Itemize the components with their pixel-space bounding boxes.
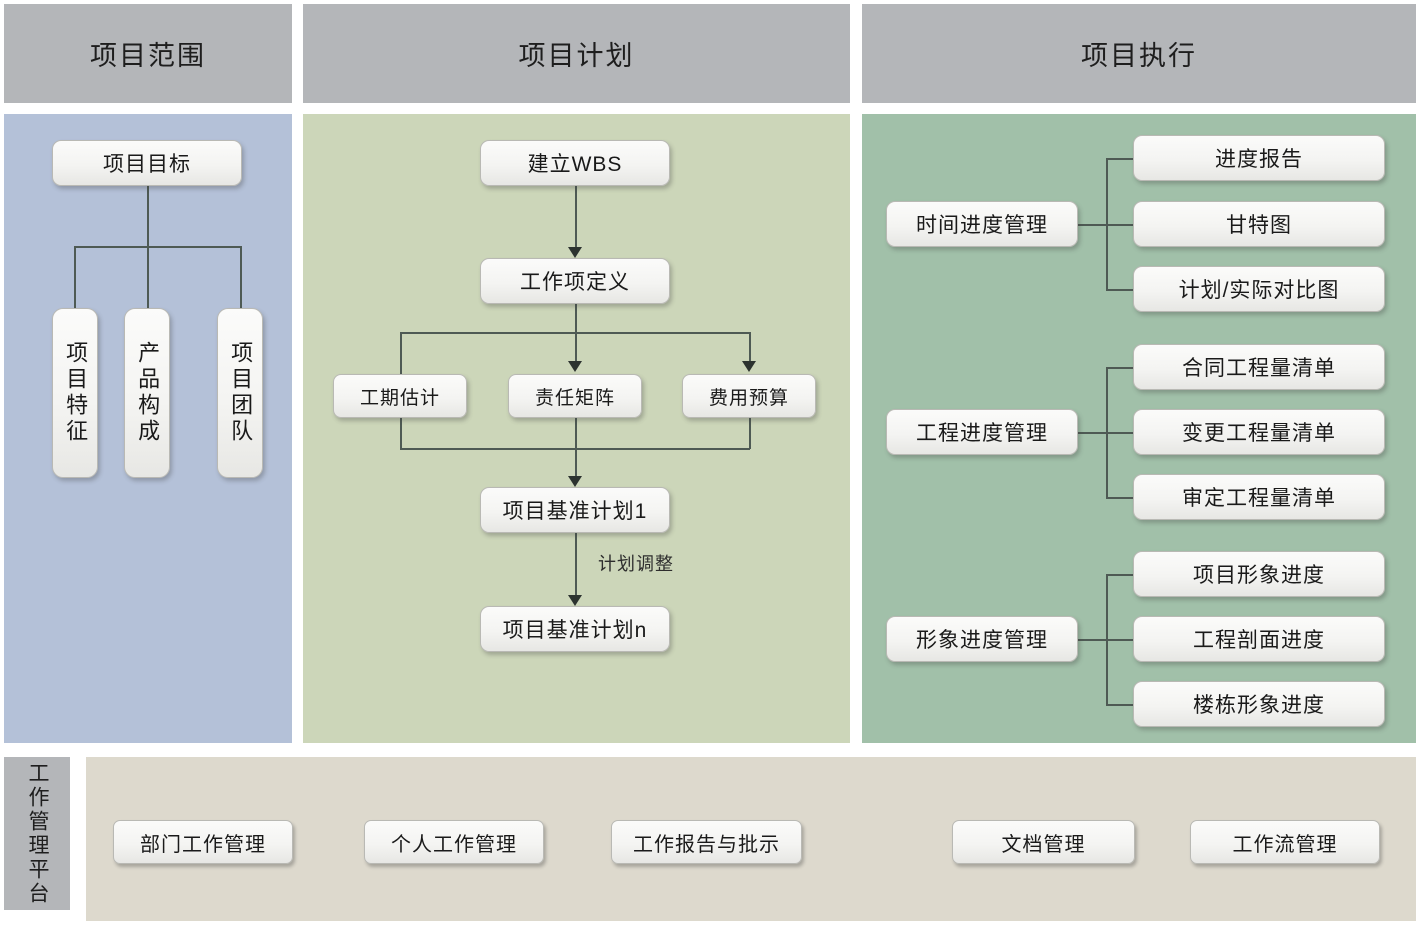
- node-department-work-management-label: 部门工作管理: [140, 833, 266, 856]
- arrowhead-to-cost: [742, 361, 756, 372]
- node-engineering-section-progress-label: 工程剖面进度: [1193, 629, 1325, 652]
- node-building-physical-progress-label: 楼栋形象进度: [1193, 694, 1325, 717]
- node-contract-boq-label: 合同工程量清单: [1182, 357, 1336, 380]
- arrowhead-to-baseline1: [568, 476, 582, 487]
- node-personal-work-management-label: 个人工作管理: [391, 833, 517, 856]
- node-engineering-progress-management-label: 工程进度管理: [916, 422, 1048, 445]
- node-cost-budget[interactable]: 费用预算: [682, 374, 816, 418]
- node-create-wbs[interactable]: 建立WBS: [480, 140, 670, 186]
- node-document-management[interactable]: 文档管理: [952, 820, 1135, 864]
- node-document-management-label: 文档管理: [1001, 833, 1086, 856]
- connector-g2-child-1: [1106, 367, 1134, 369]
- connector-scope-bus: [74, 246, 241, 248]
- node-project-physical-progress-label: 项目形象进度: [1193, 564, 1325, 587]
- node-baseline-plan-1[interactable]: 项目基准计划1: [480, 487, 670, 533]
- node-task-definition[interactable]: 工作项定义: [480, 258, 670, 304]
- connector-taskdef-stem: [575, 303, 577, 369]
- arrowhead-wbs-to-taskdef: [568, 247, 582, 258]
- connector-cost-up: [749, 418, 751, 449]
- node-progress-report[interactable]: 进度报告: [1133, 135, 1385, 181]
- node-plan-actual-comparison[interactable]: 计划/实际对比图: [1133, 266, 1385, 312]
- node-change-boq-label: 变更工程量清单: [1182, 422, 1336, 445]
- panel-work-management-platform: 工作管理平台: [4, 757, 70, 910]
- node-project-goal-label: 项目目标: [103, 153, 191, 176]
- node-baseline-plan-n-label: 项目基准计划n: [502, 619, 648, 642]
- connector-scope-child-3: [240, 246, 242, 309]
- node-progress-report-label: 进度报告: [1215, 148, 1303, 171]
- panel-work-management-platform-label: 工作管理平台: [26, 761, 50, 906]
- node-gantt-chart[interactable]: 甘特图: [1133, 201, 1385, 247]
- node-engineering-section-progress[interactable]: 工程剖面进度: [1133, 616, 1385, 662]
- node-work-report-and-instruction-label: 工作报告与批示: [633, 833, 780, 856]
- node-physical-progress-management-label: 形象进度管理: [916, 629, 1048, 652]
- node-project-physical-progress[interactable]: 项目形象进度: [1133, 551, 1385, 597]
- connector-responsibility-to-baseline1: [575, 418, 577, 478]
- node-product-composition[interactable]: 产品构成: [124, 308, 170, 478]
- node-gantt-chart-label: 甘特图: [1226, 214, 1292, 237]
- node-workflow-management-label: 工作流管理: [1232, 833, 1338, 856]
- header-project-execution: 项目执行: [862, 4, 1416, 103]
- header-project-plan: 项目计划: [303, 4, 850, 103]
- node-plan-actual-comparison-label: 计划/实际对比图: [1178, 279, 1340, 302]
- node-contract-boq[interactable]: 合同工程量清单: [1133, 344, 1385, 390]
- connector-g2-parent-stem: [1078, 432, 1106, 434]
- connector-scope-root-stem: [147, 185, 149, 247]
- node-engineering-progress-management[interactable]: 工程进度管理: [886, 409, 1078, 455]
- connector-g3-child-3: [1106, 704, 1134, 706]
- connector-wbs-to-taskdef: [575, 186, 577, 251]
- node-baseline-plan-n[interactable]: 项目基准计划n: [480, 606, 670, 652]
- connector-g3-child-1: [1106, 574, 1134, 576]
- node-create-wbs-label: 建立WBS: [527, 153, 623, 176]
- node-time-schedule-management[interactable]: 时间进度管理: [886, 201, 1078, 247]
- connector-scope-child-2: [147, 246, 149, 309]
- node-baseline-plan-1-label: 项目基准计划1: [502, 500, 648, 523]
- node-building-physical-progress[interactable]: 楼栋形象进度: [1133, 681, 1385, 727]
- node-duration-estimate-label: 工期估计: [359, 387, 440, 409]
- connector-g1-child-3: [1106, 289, 1134, 291]
- node-project-goal[interactable]: 项目目标: [52, 140, 242, 186]
- node-time-schedule-management-label: 时间进度管理: [916, 214, 1048, 237]
- connector-bus-right-down: [749, 332, 751, 369]
- node-product-composition-label: 产品构成: [135, 341, 161, 445]
- connector-baseline1-to-baselineN: [575, 533, 577, 599]
- node-physical-progress-management[interactable]: 形象进度管理: [886, 616, 1078, 662]
- node-project-feature-label: 项目特征: [63, 341, 89, 445]
- arrowhead-to-baselineN: [568, 595, 582, 606]
- connector-g2-child-3: [1106, 497, 1134, 499]
- connector-g3-child-2: [1106, 639, 1134, 641]
- node-change-boq[interactable]: 变更工程量清单: [1133, 409, 1385, 455]
- header-project-plan-label: 项目计划: [518, 41, 635, 71]
- header-project-scope-label: 项目范围: [90, 41, 206, 71]
- node-responsibility-matrix-label: 责任矩阵: [534, 387, 615, 409]
- connector-scope-child-1: [74, 246, 76, 309]
- node-department-work-management[interactable]: 部门工作管理: [113, 820, 293, 864]
- connector-taskdef-bus: [400, 332, 750, 334]
- connector-g2-child-2: [1106, 432, 1134, 434]
- node-approved-boq[interactable]: 审定工程量清单: [1133, 474, 1385, 520]
- connector-g1-child-1: [1106, 158, 1134, 160]
- node-work-report-and-instruction[interactable]: 工作报告与批示: [611, 820, 802, 864]
- node-approved-boq-label: 审定工程量清单: [1182, 487, 1336, 510]
- node-cost-budget-label: 费用预算: [708, 387, 789, 409]
- node-workflow-management[interactable]: 工作流管理: [1190, 820, 1380, 864]
- node-duration-estimate[interactable]: 工期估计: [333, 374, 467, 418]
- node-task-definition-label: 工作项定义: [520, 271, 630, 294]
- connector-g3-parent-stem: [1078, 639, 1106, 641]
- node-project-feature[interactable]: 项目特征: [52, 308, 98, 478]
- header-project-scope: 项目范围: [4, 4, 292, 103]
- edge-label-plan-adjustment: 计划调整: [598, 554, 674, 574]
- node-personal-work-management[interactable]: 个人工作管理: [364, 820, 544, 864]
- node-project-team[interactable]: 项目团队: [217, 308, 263, 478]
- node-project-team-label: 项目团队: [228, 341, 254, 445]
- arrowhead-to-responsibility: [568, 361, 582, 372]
- header-project-execution-label: 项目执行: [1081, 41, 1197, 71]
- connector-g1-parent-stem: [1078, 224, 1106, 226]
- connector-g1-child-2: [1106, 224, 1134, 226]
- node-responsibility-matrix[interactable]: 责任矩阵: [508, 374, 642, 418]
